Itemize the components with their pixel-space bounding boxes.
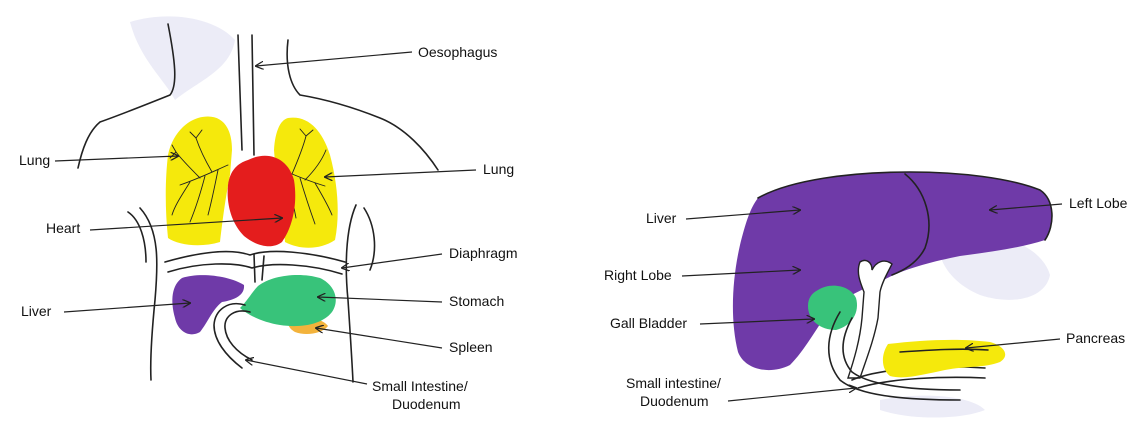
body-outline-side-right [363,207,376,271]
label-lung-right: Lung [483,161,514,177]
arrow-lung-right [325,169,477,177]
label-left-lobe: Left Lobe [1069,195,1128,211]
body-outline-shoulder-right [286,39,439,171]
torso-labels: Oesophagus Lung Lung Heart Diaphragm Liv… [19,44,517,412]
liver-outline [757,171,1053,241]
label-spleen: Spleen [449,339,493,355]
label-diaphragm: Diaphragm [449,245,517,261]
background-blob-left [130,16,235,100]
label-small-intestine-torso-1: Small Intestine/ [372,378,468,394]
duodenum-tube [213,303,246,369]
label-small-intestine-2: Duodenum [640,393,709,409]
lung-left-shape [165,116,232,246]
pancreas-edge [899,348,989,353]
arrow-heart [89,218,282,231]
bile-duct [847,259,893,379]
stomach-shape [240,274,336,327]
arrow-gall-bladder [699,319,814,325]
label-small-intestine-torso-2: Duodenum [392,396,461,412]
arrow-small-intestine-torso [246,360,368,385]
arrow-diaphragm [342,253,443,268]
body-outline-waist-left [139,207,158,381]
heart-shape [227,155,296,247]
duodenum-tube [253,253,256,283]
arrow-small-intestine [727,388,856,402]
duodenum-curve [842,317,961,391]
duodenum-tube [261,255,265,281]
label-stomach: Stomach [449,293,504,309]
label-right-lobe: Right Lobe [604,267,672,283]
label-heart: Heart [46,220,80,236]
arrow-pancreas [966,338,1061,348]
body-outline-shoulder-left [77,23,176,169]
arrow-right-lobe [681,270,800,277]
oesophagus-tube [237,34,243,151]
arrow-liver [685,210,800,220]
label-gall-bladder: Gall Bladder [610,315,687,331]
liver-lobe-divider [891,173,930,276]
liver-labels: Liver Left Lobe Right Lobe Gall Bladder … [604,195,1128,409]
label-liver-torso: Liver [21,303,52,319]
label-lung-left: Lung [19,152,50,168]
label-liver: Liver [646,210,677,226]
arrow-spleen [316,328,443,349]
diaphragm-shape [164,250,346,263]
arrow-lung-left [54,156,178,162]
arrow-stomach [318,297,443,303]
duodenum-curve [828,311,961,401]
background-blob-right [880,395,985,418]
body-outline-waist-right [345,204,357,383]
oesophagus-tube [251,34,255,156]
label-oesophagus: Oesophagus [418,44,497,60]
duodenum-curve [857,376,986,389]
arrow-left-lobe [990,203,1063,210]
liver-shape-torso [172,275,245,335]
torso-diagram [77,16,439,383]
diaphragm-shape [167,263,343,275]
body-outline-side-left [127,211,147,263]
duodenum-tube [224,310,253,361]
label-small-intestine-1: Small intestine/ [626,375,721,391]
arrow-liver-torso [63,303,190,313]
gall-bladder-shape [808,285,858,330]
arrow-oesophagus [256,51,413,66]
label-pancreas: Pancreas [1066,330,1125,346]
